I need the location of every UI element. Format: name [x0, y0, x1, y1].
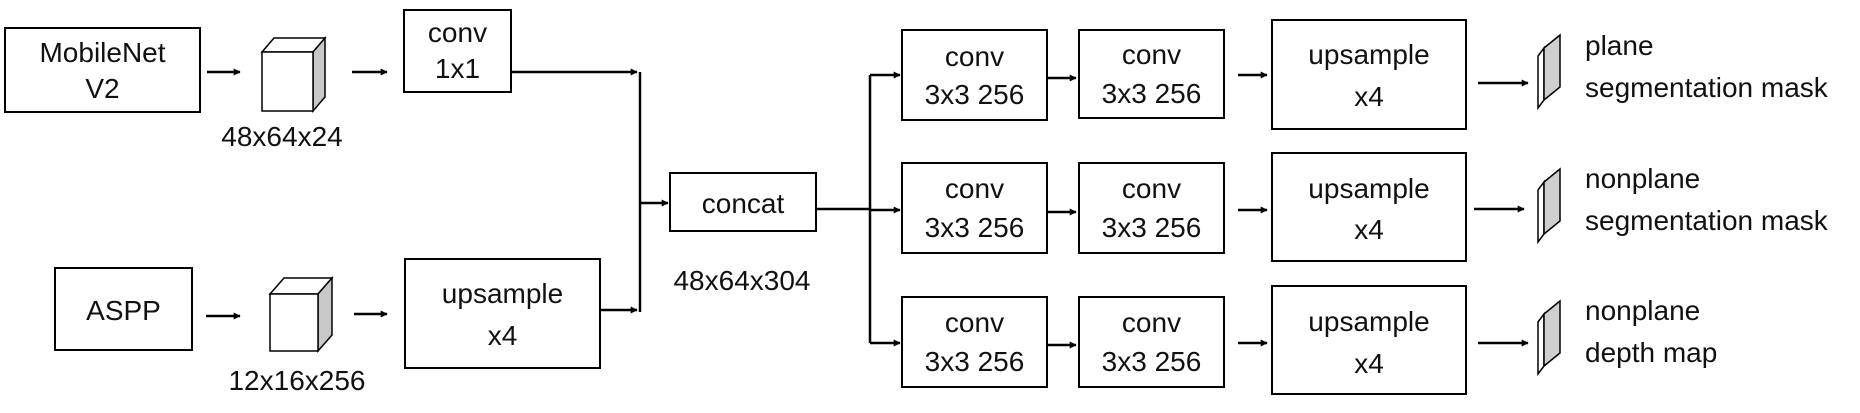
head3-conv-b-line1: conv	[1122, 307, 1181, 338]
head3-output-label-line1: nonplane	[1585, 295, 1700, 326]
head3-output-map	[1537, 299, 1561, 377]
head1-conv-a-line1: conv	[945, 41, 1004, 72]
head2-upsample-line2: x4	[1354, 214, 1384, 245]
head2-conv-a-line1: conv	[945, 173, 1004, 204]
head2-upsample-line1: upsample	[1308, 173, 1429, 204]
head3-conv-a-line2: 3x3 256	[925, 346, 1025, 377]
mobilenet-v2-block: MobileNet V2	[4, 27, 201, 113]
head3-upsample-line1: upsample	[1308, 306, 1429, 337]
head3-upsample-block: upsample x4	[1271, 285, 1467, 395]
head2-output-map	[1537, 167, 1561, 245]
head1-upsample-line2: x4	[1354, 81, 1384, 112]
head3-output-label-line2: depth map	[1585, 337, 1717, 368]
aspp-block: ASPP	[54, 267, 193, 351]
feature-cube-mobilenet	[260, 35, 327, 114]
aspp-feature-shape: 12x16x256	[228, 365, 365, 396]
head2-conv-a-line2: 3x3 256	[925, 212, 1025, 243]
concat-block: concat	[669, 172, 817, 232]
mobilenet-feature-shape: 48x64x24	[221, 121, 342, 152]
head2-output-label-line2: segmentation mask	[1585, 205, 1829, 236]
upsample-input-label-line1: upsample	[442, 278, 563, 309]
upsample-input-label-line2: x4	[488, 320, 518, 351]
head2-conv-b-line1: conv	[1122, 173, 1181, 204]
head2-output-label-line1: nonplane	[1585, 163, 1700, 194]
head3-conv-b-block: conv 3x3 256	[1078, 296, 1225, 388]
head3-conv-b-line2: 3x3 256	[1102, 346, 1202, 377]
head1-output-label-line2: segmentation mask	[1585, 72, 1829, 103]
head3-conv-a-block: conv 3x3 256	[901, 296, 1048, 388]
feature-cube-aspp	[268, 276, 334, 353]
conv1x1-label-line2: 1x1	[435, 53, 480, 84]
head1-conv-b-line2: 3x3 256	[1102, 78, 1202, 109]
conv-1x1-block: conv 1x1	[403, 9, 512, 93]
head1-upsample-line1: upsample	[1308, 39, 1429, 70]
concat-feature-shape: 48x64x304	[673, 265, 810, 296]
upsample-x4-input-block: upsample x4	[404, 258, 601, 369]
head2-upsample-block: upsample x4	[1271, 152, 1467, 262]
head2-conv-a-block: conv 3x3 256	[901, 162, 1048, 254]
concat-label: concat	[702, 188, 785, 219]
head3-conv-a-line1: conv	[945, 307, 1004, 338]
head3-upsample-line2: x4	[1354, 348, 1384, 379]
head1-conv-b-block: conv 3x3 256	[1078, 29, 1225, 119]
head1-upsample-block: upsample x4	[1271, 19, 1467, 130]
head1-conv-a-block: conv 3x3 256	[901, 29, 1048, 121]
head2-conv-b-block: conv 3x3 256	[1078, 162, 1225, 254]
head1-output-map	[1537, 33, 1561, 111]
head2-conv-b-line2: 3x3 256	[1102, 212, 1202, 243]
head1-conv-a-line2: 3x3 256	[925, 79, 1025, 110]
mobilenet-label-line1: MobileNet	[39, 37, 165, 68]
head1-output-label-line1: plane	[1585, 30, 1654, 61]
conv1x1-label-line1: conv	[428, 17, 487, 48]
head1-conv-b-line1: conv	[1122, 39, 1181, 70]
aspp-label: ASPP	[86, 295, 161, 326]
mobilenet-label-line2: V2	[85, 73, 119, 104]
